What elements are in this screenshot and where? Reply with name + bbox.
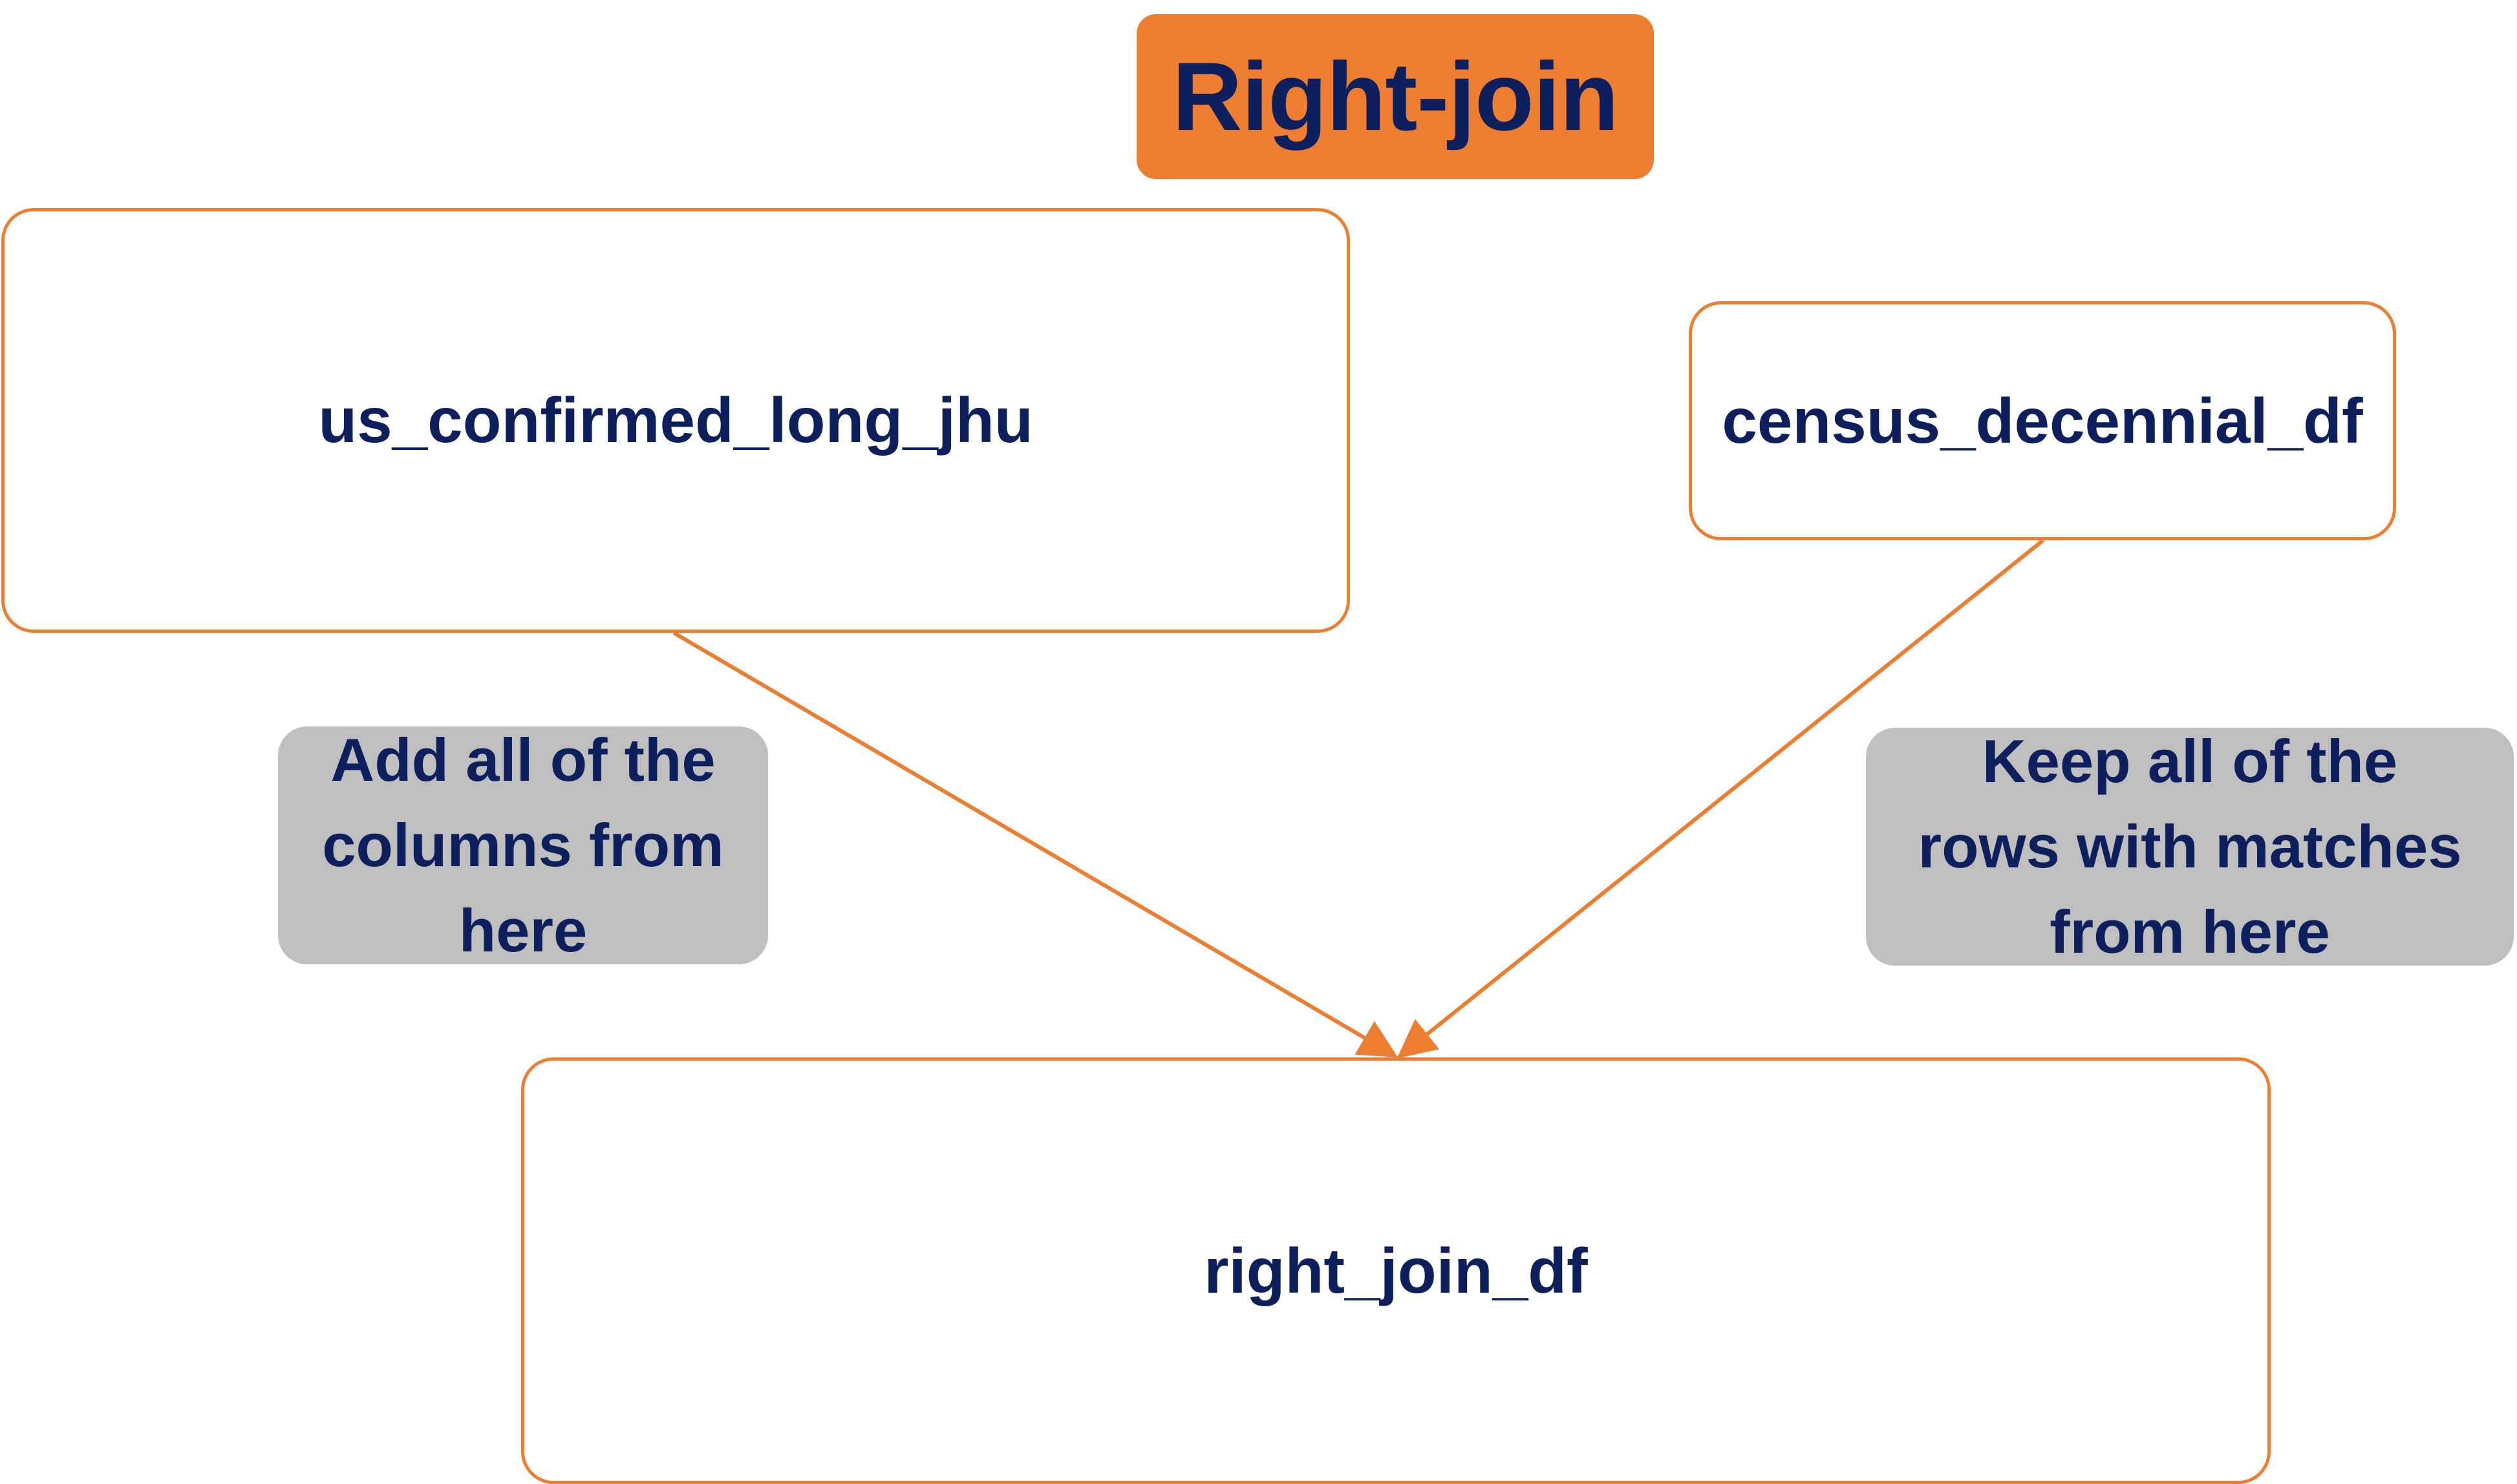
diagram-title-text: Right-join: [1172, 42, 1619, 151]
source-node-right: census_decennial_df: [1689, 301, 2396, 540]
note-left-line-1: Add all of the: [330, 726, 716, 794]
result-node: right_join_df: [521, 1057, 2271, 1484]
source-node-left: us_confirmed_long_jhu: [1, 208, 1350, 633]
note-left-line-3: here: [458, 896, 588, 964]
diagram-title: Right-join: [1137, 14, 1654, 179]
note-right: Keep all of the rows with matches from h…: [1866, 727, 2514, 966]
note-left: Add all of the columns from here: [278, 726, 768, 964]
source-node-right-label: census_decennial_df: [1722, 385, 2363, 456]
note-left-text: Add all of the columns from here: [322, 717, 724, 973]
note-right-line-1: Keep all of the: [1982, 727, 2398, 795]
result-node-label: right_join_df: [1204, 1235, 1588, 1306]
note-right-line-2: rows with matches: [1918, 812, 2462, 880]
note-right-text: Keep all of the rows with matches from h…: [1918, 719, 2462, 975]
note-left-line-2: columns from: [322, 811, 724, 879]
note-right-line-3: from here: [2050, 898, 2330, 966]
source-node-left-label: us_confirmed_long_jhu: [318, 385, 1033, 456]
arrow-left-to-result: [672, 631, 1398, 1058]
